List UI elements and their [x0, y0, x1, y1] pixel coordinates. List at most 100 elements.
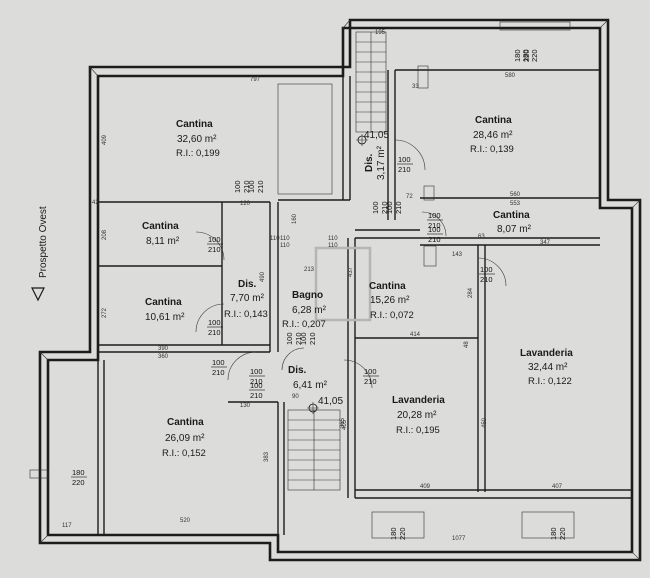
room-name: Lavanderia [392, 395, 445, 406]
door-width: 100 [250, 367, 263, 376]
dimension-label: 365 [340, 417, 346, 428]
room-area: 28,46 m² [473, 130, 513, 141]
room-area: 26,09 m² [165, 433, 205, 444]
window-height: 220 [398, 527, 407, 540]
dimension-label: 450 [482, 417, 488, 428]
room-name: Cantina [142, 221, 179, 232]
door-width: 100 [212, 358, 225, 367]
door-width: 100 [208, 235, 221, 244]
side-label: Prospetto Ovest [38, 206, 49, 278]
dimension-label: 90 [292, 394, 299, 400]
door-height: 210 [394, 201, 403, 214]
room-name: Cantina [369, 281, 406, 292]
window-width: 180 [72, 468, 85, 477]
elevation-mark-upper: 41,05 [356, 130, 389, 146]
dimension-label: 120 [240, 201, 251, 207]
room-area: 20,28 m² [397, 410, 437, 421]
interior-walls [97, 69, 632, 535]
north-triangle-icon [31, 287, 45, 302]
window-width: 180 [549, 527, 558, 540]
dimension-label: 284 [468, 287, 474, 298]
room-ri: R.I.: 0,199 [176, 148, 220, 159]
room-ri: R.I.: 0,122 [528, 376, 572, 387]
window-width: 180 [521, 49, 530, 62]
dimension-label: 520 [180, 518, 191, 524]
room-area: 15,26 m² [370, 295, 410, 306]
room-name: Dis. [288, 365, 307, 376]
dimension-label: 48 [464, 341, 470, 348]
room-bagno: Bagno 6,28 m² R.I.: 0,207 [282, 290, 327, 330]
door-height: 210 [208, 245, 221, 254]
door-height: 210 [256, 180, 265, 193]
stairs-upper [355, 31, 387, 133]
door-width: 100 [385, 201, 394, 214]
door-height: 210 [212, 368, 225, 377]
window-width: 180 [389, 527, 398, 540]
door-width: 100 [299, 332, 308, 345]
dimension-label: 409 [420, 484, 431, 490]
door-width: 100 [233, 180, 242, 193]
room-area: 32,60 m² [177, 134, 217, 145]
dimension-label: 407 [552, 484, 563, 490]
room-name: Dis. [364, 153, 375, 172]
window-height: 220 [558, 527, 567, 540]
door-width: 100 [364, 367, 377, 376]
room-cantina-g: Cantina 26,09 m² R.I.: 0,152 [162, 417, 206, 459]
dimension-label: 347 [540, 240, 551, 246]
room-cantina-a: Cantina 32,60 m² R.I.: 0,199 [176, 119, 220, 159]
dimension-label: 360 [158, 354, 169, 360]
windows [29, 21, 575, 539]
door-height: 210 [380, 201, 389, 214]
dimension-label: 130 [240, 403, 251, 409]
room-name: Cantina [493, 210, 530, 221]
stairs-lower [287, 409, 341, 491]
window-width: 110 [328, 236, 338, 242]
room-name: Bagno [292, 290, 323, 301]
service-shafts [277, 65, 437, 267]
door-width: 100 [428, 211, 441, 220]
room-lavanderia-a: Lavanderia 32,44 m² R.I.: 0,122 [520, 348, 573, 387]
door-height: 210 [294, 332, 303, 345]
room-ri: R.I.: 0,139 [470, 144, 514, 155]
dimension-label: 405 [342, 419, 348, 430]
door-height: 210 [480, 275, 493, 284]
dimension-label: 383 [264, 451, 270, 462]
door-width: 100 [371, 201, 380, 214]
door-width: 100 [250, 381, 263, 390]
room-area: 10,61 m² [145, 312, 185, 323]
room-cantina-e: Cantina 10,61 m² [145, 297, 185, 323]
dimension-label: 490 [260, 271, 266, 282]
elevation-upper-text: 41,05 [364, 130, 389, 141]
door-width: 100 [208, 318, 221, 327]
door-height: 210 [364, 377, 377, 386]
room-name: Cantina [167, 417, 204, 428]
dimension-label: 437 [348, 266, 354, 277]
window-height: 110 [328, 243, 338, 249]
door-height: 210 [250, 377, 263, 386]
window-height: 110 [280, 243, 290, 249]
dimension-label: 208 [102, 229, 108, 240]
room-cantina-c: Cantina 8,11 m² [142, 221, 180, 247]
room-name: Cantina [475, 115, 512, 126]
dimension-label: 1077 [452, 536, 466, 542]
dimension-label: 33 [412, 84, 419, 90]
dimension-label: 195 [375, 30, 386, 36]
door-height: 210 [308, 332, 317, 345]
dimension-label: 160 [292, 213, 298, 224]
dimension-label: 553 [510, 201, 521, 207]
